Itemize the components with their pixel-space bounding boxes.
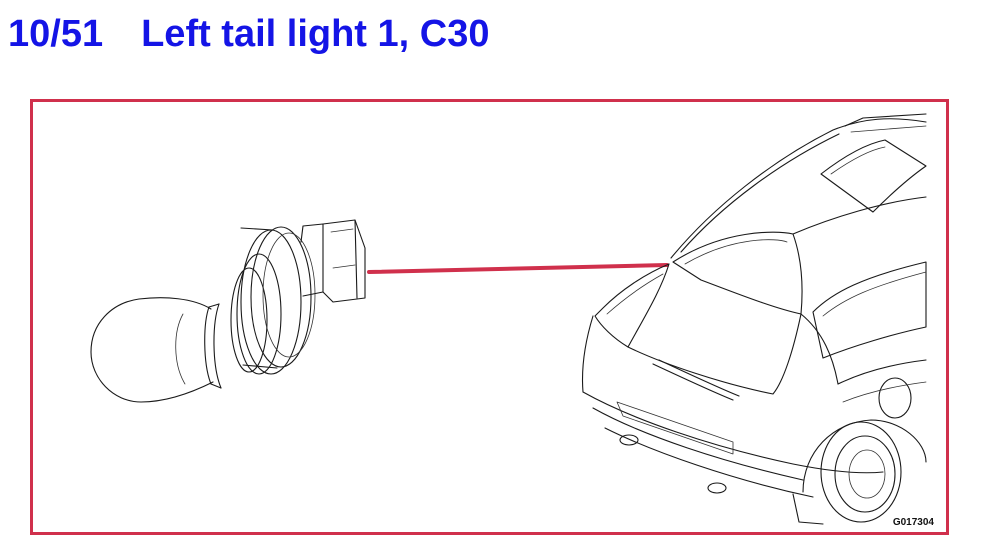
- leader-line: [367, 263, 669, 274]
- car-rear-icon: [581, 113, 927, 525]
- bulb-icon: [90, 219, 366, 403]
- page-title: 10/51 Left tail light 1, C30: [8, 12, 489, 56]
- page-number: 10/51: [8, 13, 104, 55]
- illustration-canvas: [90, 113, 927, 525]
- illustration-frame: G017304: [30, 99, 949, 535]
- figure-code: G017304: [892, 517, 934, 528]
- tail-light-outline: [594, 263, 670, 348]
- title-heading: Left tail light 1, C30: [141, 13, 490, 55]
